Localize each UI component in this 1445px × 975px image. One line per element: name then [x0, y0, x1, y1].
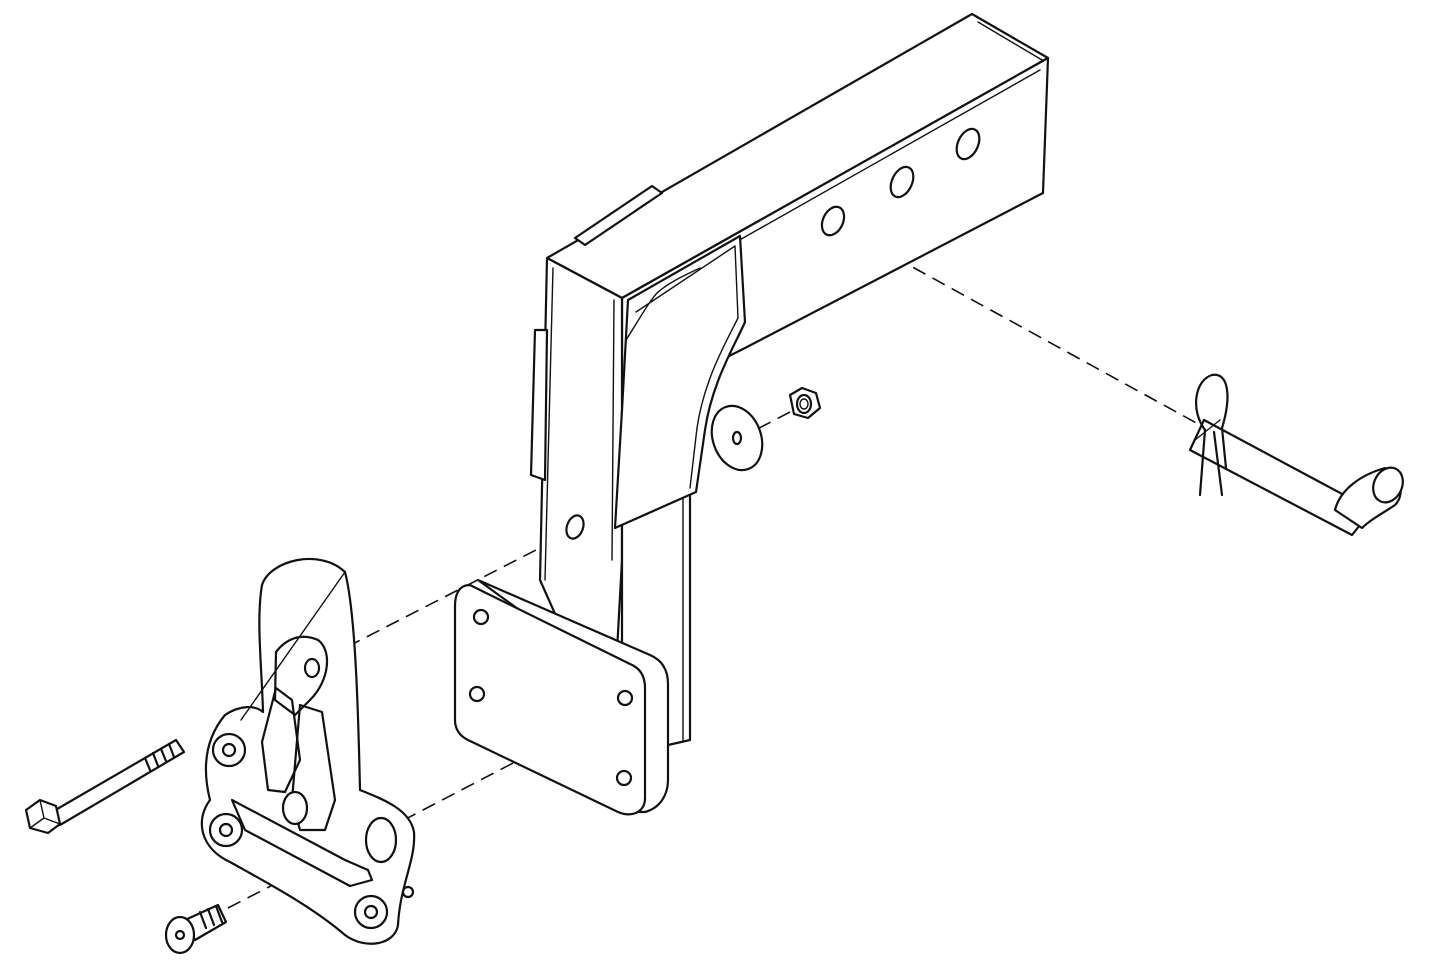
receiver-tube-icon — [529, 12, 1050, 747]
bolt-shank — [50, 738, 186, 827]
latch-slot-upper — [273, 635, 329, 717]
gusset-plate-icon — [613, 234, 747, 530]
receiver-hole-2 — [889, 165, 915, 199]
hex-nut-icon — [788, 386, 822, 420]
flat-head-screw-icon — [164, 903, 228, 955]
mounting-plate-icon — [453, 578, 670, 816]
latch-hole-large — [364, 816, 398, 864]
washer-hole — [731, 430, 743, 446]
latch-plate-body — [200, 557, 416, 945]
plate-hole-top-right — [616, 689, 634, 707]
plate-hole-bottom-left — [468, 685, 486, 703]
screw-thread — [198, 904, 224, 930]
washer-outer — [710, 404, 764, 472]
back-gusset-tab-top — [573, 184, 664, 247]
receiver-hole-1 — [955, 127, 981, 161]
latch-hole-lower-left — [208, 812, 244, 848]
latch-pivot — [281, 790, 309, 826]
screw-head — [164, 915, 196, 955]
receiver-hole-3 — [820, 205, 846, 237]
latch-hole-lower-right — [353, 894, 389, 930]
latch-hole-top — [303, 657, 321, 679]
clip-loop — [1195, 373, 1229, 432]
back-gusset-tab-side — [529, 328, 549, 482]
latch-hole-upper-left — [211, 732, 247, 768]
plate-hole-bottom-right — [615, 769, 633, 787]
latch-finger-left — [260, 686, 302, 794]
nut-body — [788, 386, 822, 420]
clip-legs — [1198, 426, 1228, 497]
plate-hole-top-left — [472, 608, 490, 626]
hitch-pin-end — [1372, 466, 1404, 504]
latch-frame-inner — [230, 798, 374, 888]
bolt-thread — [143, 742, 176, 772]
hex-bolt-icon — [24, 738, 186, 835]
gusset-plate-outer — [613, 234, 747, 530]
mounting-plate-front — [453, 583, 647, 816]
latch-rivet — [401, 885, 415, 899]
receiver-post-hole — [565, 514, 585, 540]
hair-pin-clip-icon — [1194, 373, 1229, 497]
latch-plate-icon — [200, 557, 416, 945]
washer-icon — [710, 404, 764, 472]
